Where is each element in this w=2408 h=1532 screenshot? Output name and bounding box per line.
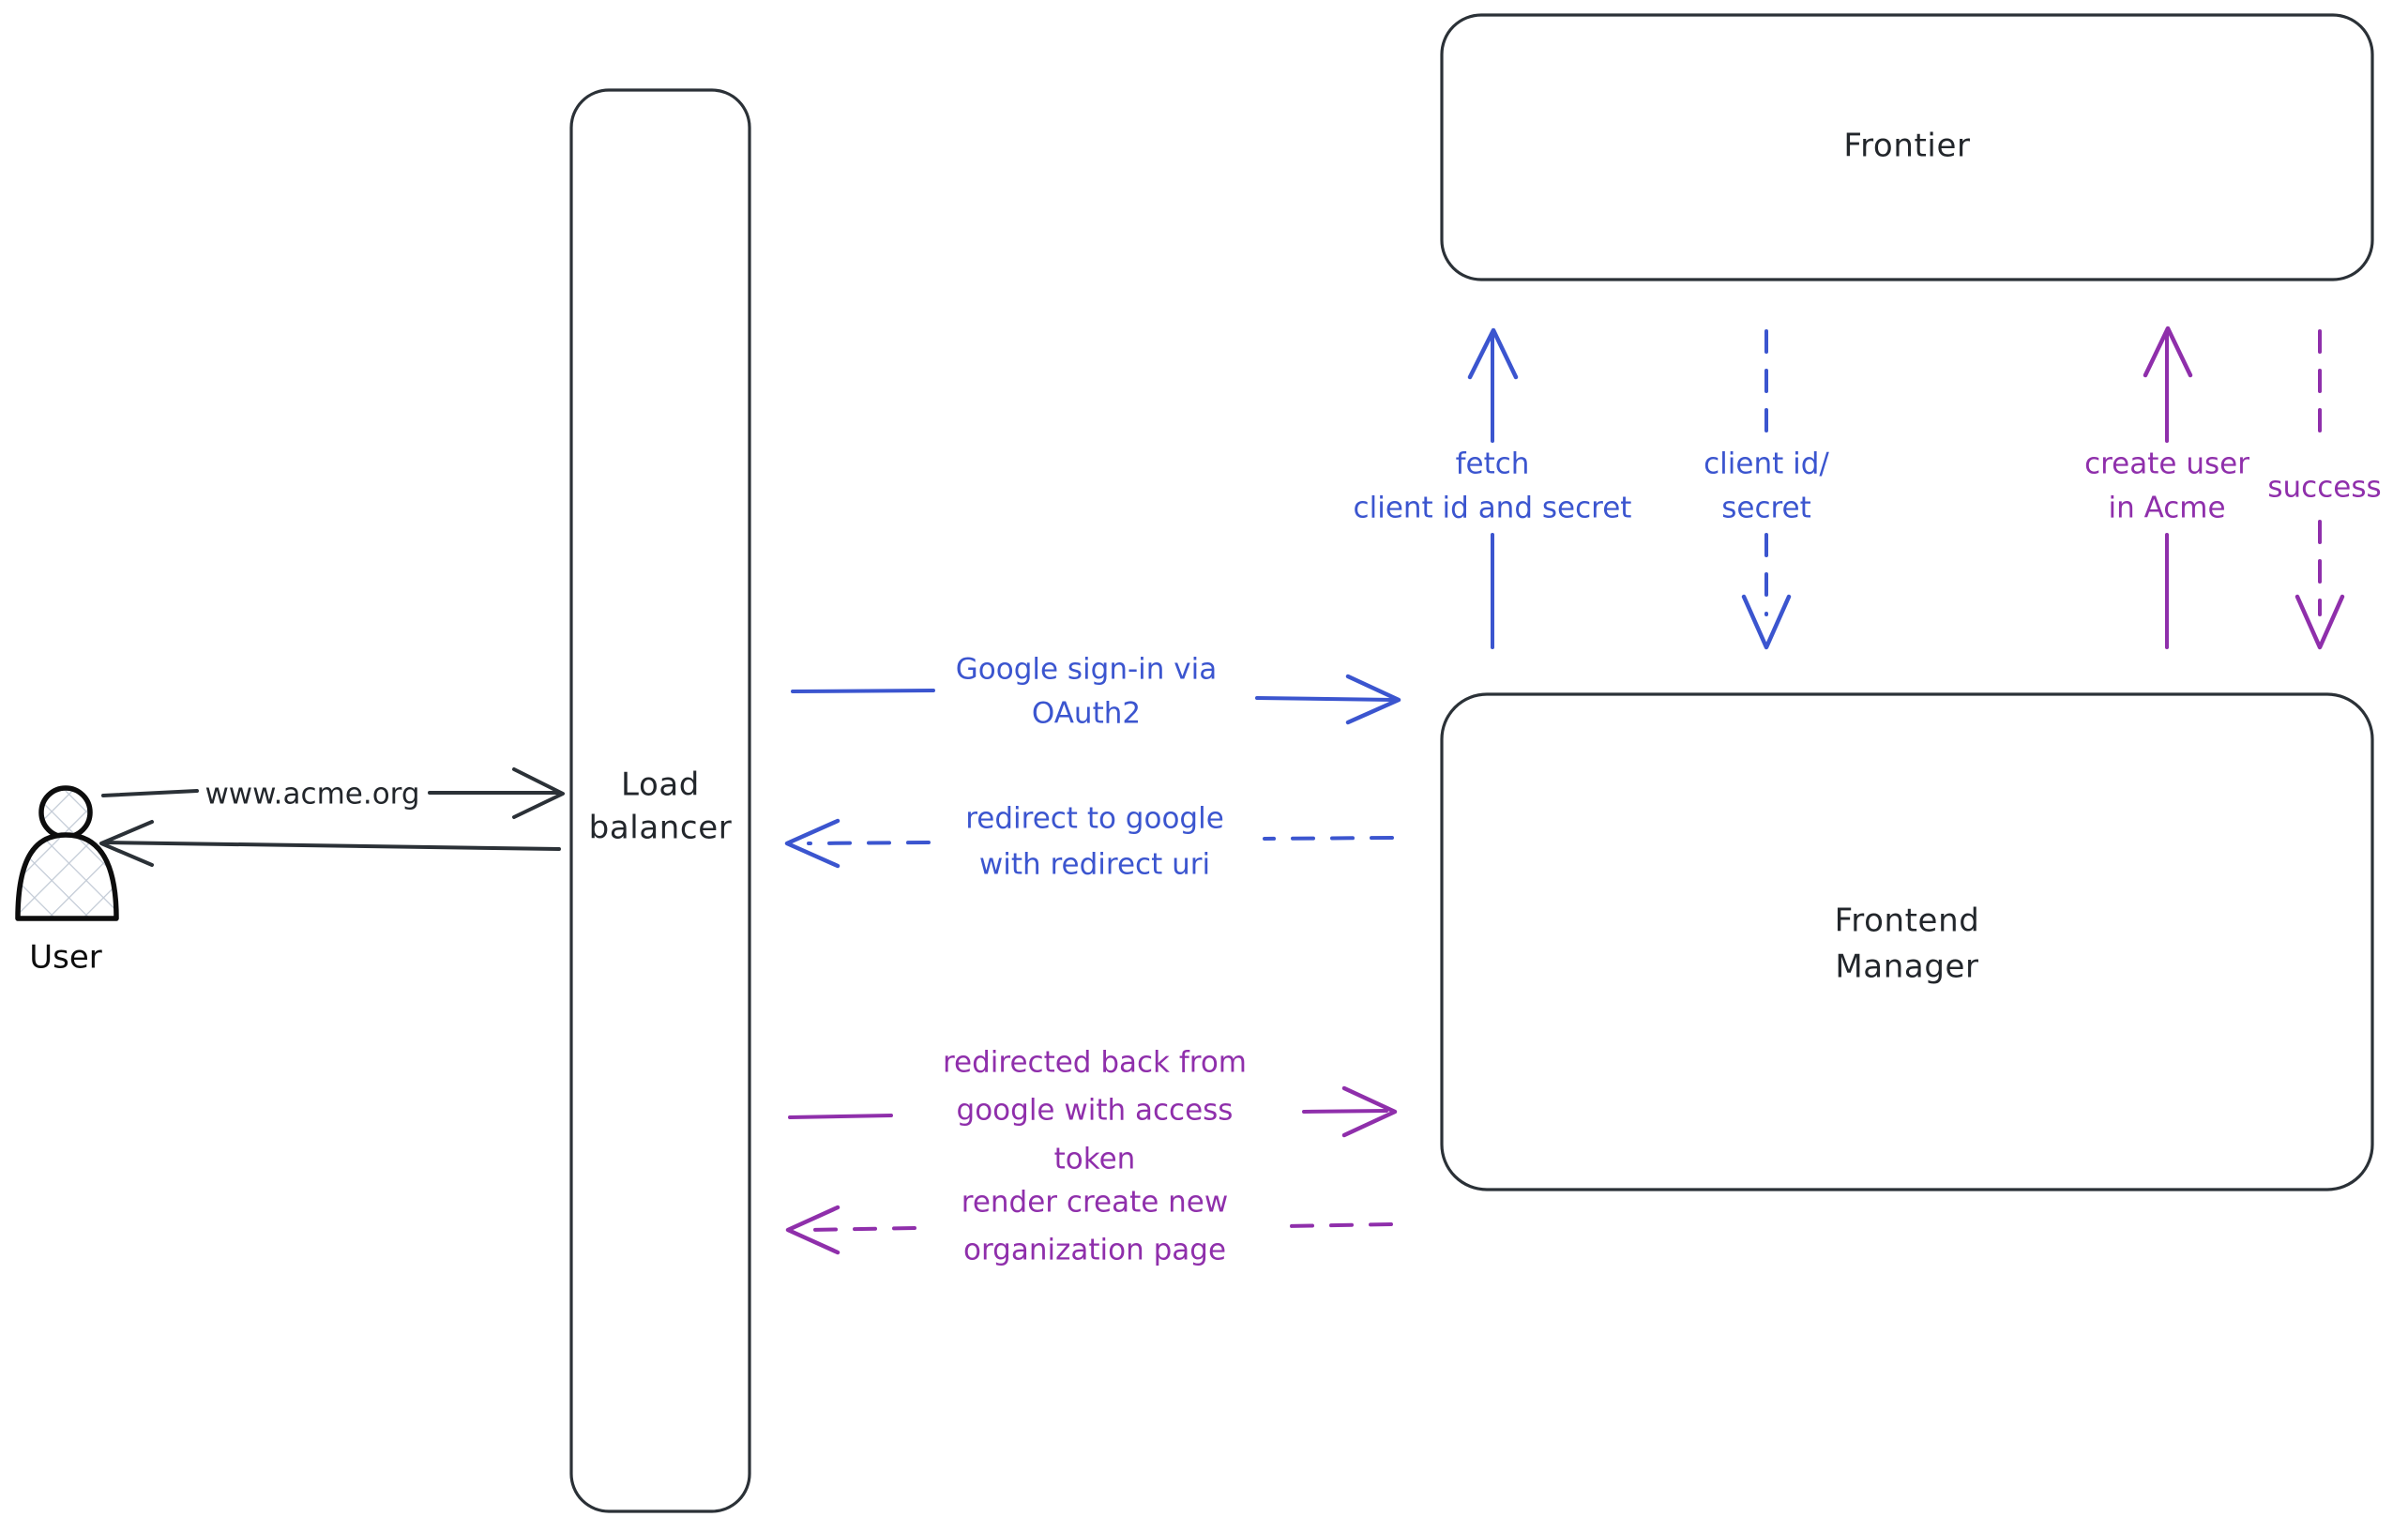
load-balancer-label-line2: balancer [589,810,733,847]
edge-lb-to-user-line [103,841,561,851]
arrowhead-right-purple-token [1341,1085,1398,1138]
arrowhead-up-blue-fetch [1467,327,1519,380]
edge-label-create-user-line1: create user [2084,447,2249,481]
edge-label-fetch-line1: fetch [1456,447,1530,481]
user-actor: User [15,785,119,977]
edge-label-redirect-line2: with redirect uri [979,848,1210,882]
load-balancer-label-line1: Load [621,766,700,804]
edge-label-google-signin-line2: OAuth2 [1032,697,1141,731]
frontier-label: Frontier [1843,128,1970,165]
edge-label-www-acme-org: www.acme.org [204,778,419,812]
load-balancer-box[interactable] [569,88,751,1513]
load-balancer-node[interactable]: Load balancer [569,88,751,1513]
edge-label-google-signin-line1: Google sign-in via [956,653,1218,687]
edge-redirect-line-right [1263,836,1394,841]
frontier-node[interactable]: Frontier [1440,13,2374,281]
edge-token-line-left [788,1114,893,1119]
edge-render-create-org: render create new organization page [785,1186,1393,1267]
edge-create-user-in-acme: create user in Acme [2084,326,2249,649]
user-head-icon [38,785,93,840]
frontier-box[interactable] [1440,13,2374,281]
edge-label-success: success [2267,471,2381,505]
edge-load-balancer-to-user [99,820,561,867]
user-label: User [29,939,102,977]
arrowhead-left-blue-redirect [784,818,841,869]
edge-label-token-line1: redirected back from [943,1046,1247,1080]
edge-google-signin-line-right [1255,696,1396,702]
edge-label-creds-line1: client id/ [1704,447,1829,481]
edge-label-fetch-line2: client id and secret [1354,492,1632,525]
edge-label-token-line3: token [1054,1143,1136,1176]
edge-client-id-secret-response: client id/ secret [1704,329,1829,650]
edge-create-user-success: success [2267,329,2382,650]
edge-user-to-load-balancer: www.acme.org [101,767,565,819]
arrowhead-up-purple-create-user [2143,326,2193,378]
arrowhead-right-dark-user [512,767,565,819]
edge-user-to-lb-line [101,789,199,797]
frontend-manager-node[interactable]: Frontend Manager [1440,692,2374,1191]
edge-label-render-line2: organization page [963,1234,1226,1267]
arrowhead-left-purple-render [785,1205,841,1255]
edge-google-signin: Google sign-in via OAuth2 [791,653,1401,731]
edge-render-line-left [807,1226,916,1232]
edge-label-redirect-line1: redirect to google [965,802,1224,836]
edge-redirect-line-left [807,841,931,845]
edge-label-create-user-line2: in Acme [2108,492,2225,525]
arrowhead-right-blue-signin [1345,674,1401,725]
edge-label-creds-line2: secret [1721,492,1811,525]
edge-render-line-right [1286,1222,1393,1228]
frontend-manager-label-line2: Manager [1835,948,1978,986]
edge-token-line-right [1302,1109,1388,1114]
edge-label-token-line2: google with access [957,1094,1234,1128]
arrowhead-left-dark-user [99,820,154,867]
edge-redirect-to-google: redirect to google with redirect uri [784,802,1394,882]
edge-google-signin-line-left [791,689,935,693]
edge-redirected-back-token: redirected back from google with access … [788,1046,1398,1176]
frontend-manager-label-line1: Frontend [1835,903,1980,940]
user-body-icon [15,832,119,921]
frontend-manager-box[interactable] [1440,692,2374,1191]
edge-fetch-client-id-secret: fetch client id and secret [1354,327,1632,649]
edge-label-render-line1: render create new [962,1186,1228,1220]
arrowhead-down-purple-success [2294,594,2345,650]
arrowhead-down-blue-creds [1741,594,1792,650]
